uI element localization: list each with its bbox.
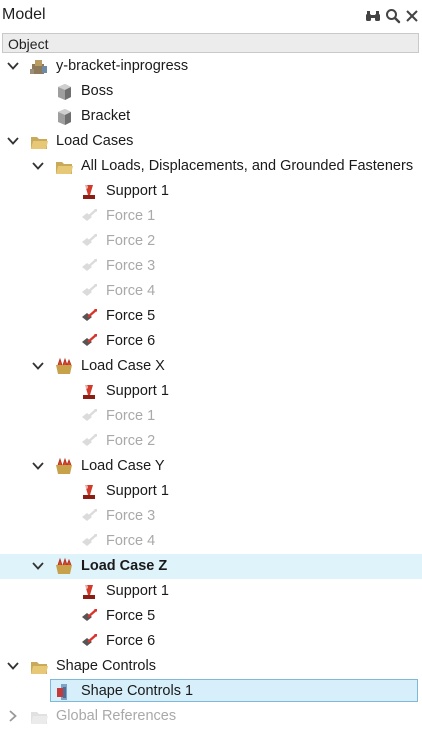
force-icon: [79, 407, 99, 427]
load-case-icon: [54, 457, 74, 477]
force-icon: [79, 507, 99, 527]
tree-row[interactable]: Shape Controls 1: [0, 679, 422, 704]
tree-row[interactable]: Global References: [0, 704, 422, 729]
part-icon: [54, 82, 74, 102]
object-column-label: Object: [8, 36, 49, 52]
force-icon: [79, 307, 99, 327]
tree-row[interactable]: Load Cases: [0, 129, 422, 154]
tree-row[interactable]: Force 2: [0, 429, 422, 454]
panel-titlebar: Model: [0, 0, 422, 32]
support-icon: [79, 182, 99, 202]
tree-item-label: Bracket: [81, 108, 131, 124]
force-icon: [79, 432, 99, 452]
tree-item-label: Support 1: [106, 483, 169, 499]
tree-item-label: Load Case Z: [81, 558, 168, 574]
tree-row[interactable]: Load Case Y: [0, 454, 422, 479]
tree-row[interactable]: Force 5: [0, 304, 422, 329]
tree-row[interactable]: Force 2: [0, 229, 422, 254]
tree-item-label: Support 1: [106, 183, 169, 199]
tree-item-label: Load Case Y: [81, 458, 165, 474]
tree-item-label: Force 3: [106, 508, 156, 524]
force-icon: [79, 607, 99, 627]
tree-row[interactable]: Force 4: [0, 529, 422, 554]
tree-item-label: Force 2: [106, 433, 156, 449]
tree-item-label: All Loads, Displacements, and Grounded F…: [81, 158, 414, 174]
support-icon: [79, 482, 99, 502]
tree-row[interactable]: y-bracket-inprogress: [0, 54, 422, 79]
chevron-down-icon[interactable]: [31, 459, 45, 473]
tree-row[interactable]: Force 3: [0, 504, 422, 529]
chevron-down-icon[interactable]: [6, 134, 20, 148]
tree-row[interactable]: Boss: [0, 79, 422, 104]
load-case-icon: [54, 357, 74, 377]
tree-row[interactable]: Load Case X: [0, 354, 422, 379]
tree-item-label: Force 6: [106, 633, 156, 649]
assembly-icon: [29, 57, 49, 77]
tree-row[interactable]: Support 1: [0, 379, 422, 404]
tree-row[interactable]: Force 1: [0, 204, 422, 229]
force-icon: [79, 232, 99, 252]
tree-row[interactable]: Shape Controls: [0, 654, 422, 679]
close-icon[interactable]: [404, 8, 420, 24]
force-icon: [79, 257, 99, 277]
tree-item-label: Force 1: [106, 208, 156, 224]
folder-icon: [29, 132, 49, 152]
tree-item-label: y-bracket-inprogress: [56, 58, 189, 74]
tree-row[interactable]: Force 3: [0, 254, 422, 279]
chevron-down-icon[interactable]: [6, 659, 20, 673]
chevron-down-icon[interactable]: [31, 159, 45, 173]
tree-row[interactable]: Force 5: [0, 604, 422, 629]
tree-item-label: Force 4: [106, 533, 156, 549]
tree-item-label: Shape Controls 1: [81, 683, 194, 699]
tree-item-label: Force 5: [106, 608, 156, 624]
force-icon: [79, 332, 99, 352]
tree-row[interactable]: Force 1: [0, 404, 422, 429]
folder-icon: [29, 707, 49, 727]
shape-control-icon: [54, 682, 74, 702]
tree-item-label: Load Cases: [56, 133, 134, 149]
tree-row[interactable]: Support 1: [0, 479, 422, 504]
tree-item-label: Boss: [81, 83, 114, 99]
tree-row[interactable]: Support 1: [0, 179, 422, 204]
tree-row[interactable]: Force 6: [0, 629, 422, 654]
search-icon[interactable]: [385, 8, 401, 24]
part-icon: [54, 107, 74, 127]
tree-item-label: Force 1: [106, 408, 156, 424]
load-case-icon: [54, 557, 74, 577]
tree-row[interactable]: Support 1: [0, 579, 422, 604]
support-icon: [79, 382, 99, 402]
tree-item-label: Force 3: [106, 258, 156, 274]
force-icon: [79, 282, 99, 302]
tree-row[interactable]: All Loads, Displacements, and Grounded F…: [0, 154, 422, 179]
chevron-down-icon[interactable]: [31, 359, 45, 373]
force-icon: [79, 532, 99, 552]
support-icon: [79, 582, 99, 602]
chevron-right-icon[interactable]: [6, 709, 20, 723]
tree-row[interactable]: Force 4: [0, 279, 422, 304]
tree-row[interactable]: Bracket: [0, 104, 422, 129]
tree-row[interactable]: Load Case Z: [0, 554, 422, 579]
tree-item-label: Support 1: [106, 583, 169, 599]
panel-title: Model: [2, 6, 46, 23]
tree-row[interactable]: Force 6: [0, 329, 422, 354]
tree-item-label: Force 6: [106, 333, 156, 349]
tree-item-label: Support 1: [106, 383, 169, 399]
tree-item-label: Force 5: [106, 308, 156, 324]
tree-item-label: Force 2: [106, 233, 156, 249]
chevron-down-icon[interactable]: [31, 559, 45, 573]
force-icon: [79, 207, 99, 227]
tree-column-header[interactable]: Object: [2, 33, 419, 53]
tree-item-label: Force 4: [106, 283, 156, 299]
folder-icon: [29, 657, 49, 677]
tree-item-label: Load Case X: [81, 358, 165, 374]
selection-highlight: [50, 679, 418, 702]
force-icon: [79, 632, 99, 652]
tree-item-label: Shape Controls: [56, 658, 156, 674]
folder-icon: [54, 157, 74, 177]
binoculars-icon[interactable]: [365, 8, 381, 24]
tree-item-label: Global References: [56, 708, 177, 724]
chevron-down-icon[interactable]: [6, 59, 20, 73]
